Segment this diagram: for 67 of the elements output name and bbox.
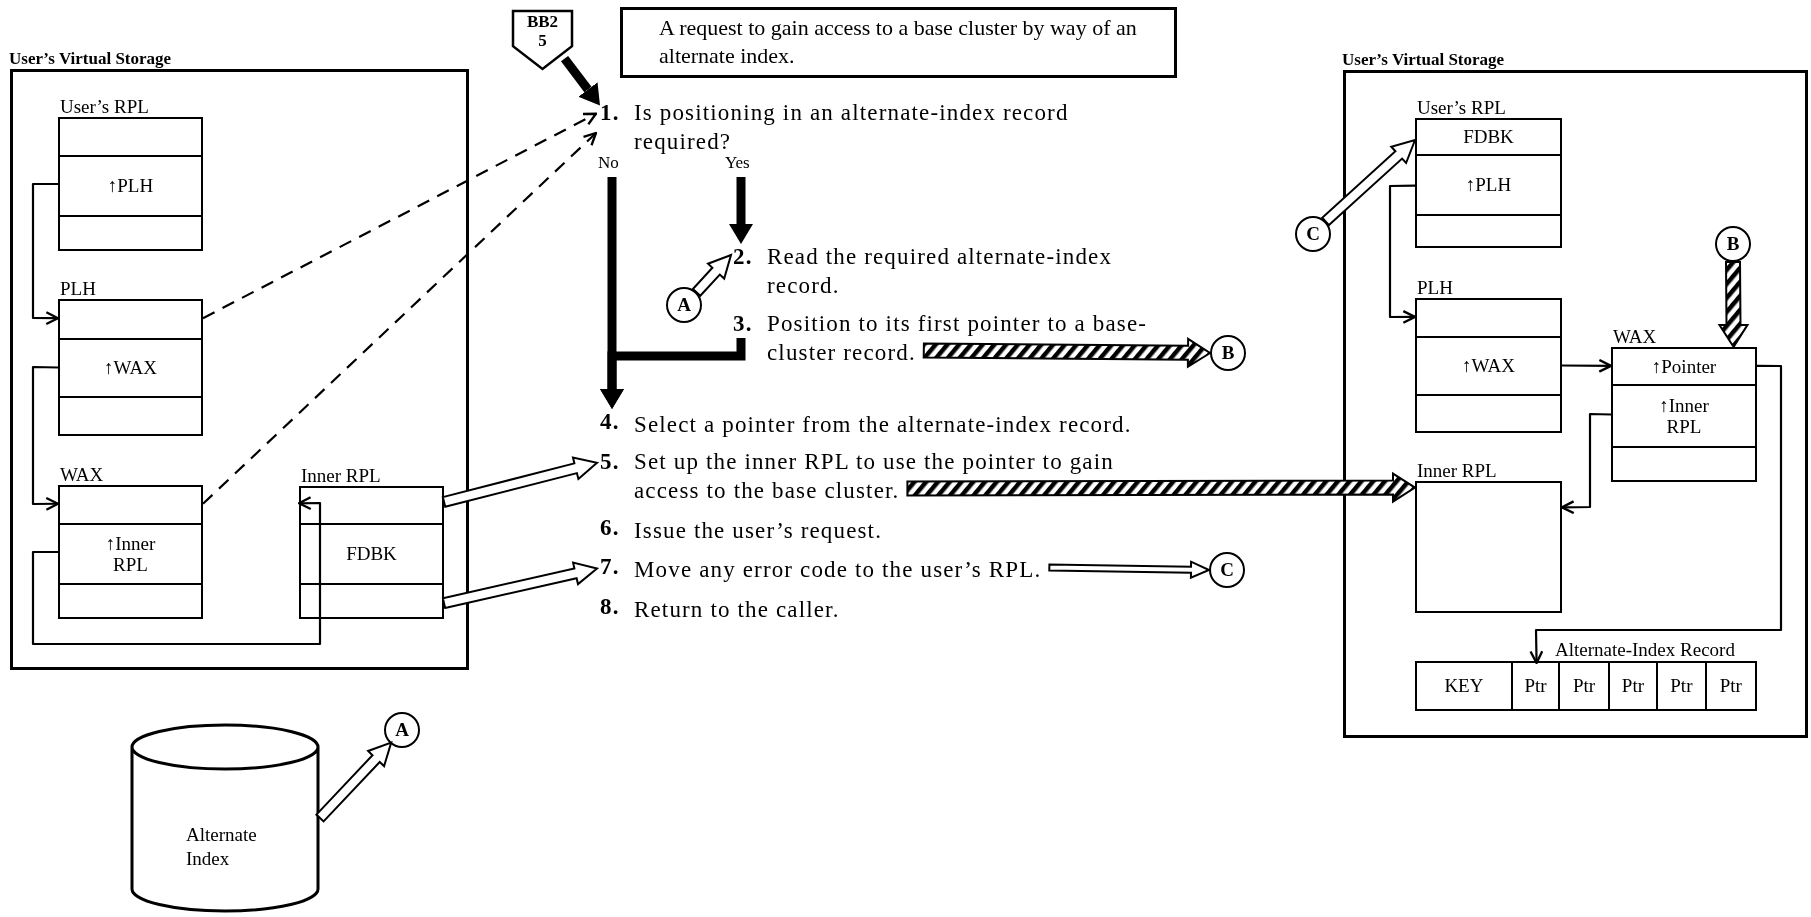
step-text: Select a pointer from the alternate-index record. [634, 411, 1132, 438]
connector-arrow [31, 496, 322, 646]
box-heading: PLH [1417, 276, 1453, 300]
step-text: Return to the caller. [634, 596, 840, 623]
field-text: ↑PLH [1464, 174, 1513, 196]
step-number: 2. [733, 244, 754, 271]
record-heading: Alternate-Index Record [1555, 638, 1735, 662]
panel-title: User’s Virtual Storage [1342, 49, 1505, 71]
record-cell: KEY [1417, 663, 1513, 709]
step-text: Move any error code to the user’s RPL. [634, 556, 1042, 583]
connector-arrow [1529, 364, 1783, 665]
field-text: ↑Inner RPL [1658, 394, 1710, 437]
block-arrow [691, 253, 733, 298]
reference-text: BB2 [526, 12, 559, 31]
title-box: A request to gain access to a base cluster by way of an alternate index. [620, 7, 1177, 78]
step-text: Is positioning in an alternate-index record required? [634, 100, 1070, 155]
step-number: 6. [600, 515, 621, 542]
step-text: Set up the inner RPL to use the pointer to gain access to the base cluster. [634, 449, 1115, 504]
field-text: FDBK [345, 543, 398, 565]
box-heading: PLH [60, 277, 96, 301]
box-heading: Inner RPL [301, 464, 381, 488]
step-text: Position to its first pointer to a base-cluster record. [767, 311, 1149, 366]
field-text: ↑PLH [106, 175, 155, 197]
hatched-arrow [1717, 260, 1750, 349]
thick-arrow [600, 338, 746, 409]
record-cell: Ptr [1512, 663, 1561, 709]
step-number: 3. [733, 311, 754, 338]
block-arrow [441, 561, 600, 610]
connector-arrow [1562, 358, 1613, 373]
thick-arrow [560, 55, 600, 106]
thick-arrow [729, 177, 753, 244]
box-heading: User’s RPL [60, 95, 149, 119]
hatched-arrow [906, 471, 1417, 504]
box-heading: Inner RPL [1417, 459, 1497, 483]
field-text: ↑Pointer [1650, 355, 1718, 377]
step-number: 7. [600, 554, 621, 581]
field-text: FDBK [1462, 126, 1515, 148]
record-cell: Ptr [1560, 663, 1610, 709]
block-arrow [441, 456, 600, 508]
step-text: Issue the user’s request. [634, 517, 883, 544]
connector-arrow [1560, 412, 1612, 515]
dashed-arrow [202, 112, 598, 320]
field-text: ↑Inner RPL [104, 532, 157, 575]
record-cell: Ptr [1706, 663, 1755, 709]
block-arrow [1320, 138, 1417, 227]
block-arrow [1048, 560, 1212, 580]
connector-arrow [1388, 184, 1417, 324]
connector-arrow [31, 365, 60, 511]
field-text: ↑WAX [1461, 355, 1516, 377]
hatched-arrow [922, 336, 1212, 369]
box-heading: User’s RPL [1417, 96, 1506, 120]
step-text: Read the required alternate-index record. [767, 244, 1114, 299]
field-text: ↑WAX [103, 357, 158, 379]
record-cell: Ptr [1609, 663, 1659, 709]
step-number: 4. [600, 409, 621, 436]
cylinder-label: Alternate Index [186, 824, 257, 869]
step-number: 8. [600, 594, 621, 621]
connector-arrow [31, 182, 60, 326]
reference-text: 5 [538, 31, 547, 50]
dashed-arrow [202, 131, 598, 505]
box-heading: WAX [60, 463, 104, 487]
record-cell: Ptr [1658, 663, 1707, 709]
step-number: 5. [600, 449, 621, 476]
box-heading: WAX [1613, 325, 1657, 349]
block-arrow [315, 740, 393, 823]
step-number: 1. [600, 100, 621, 127]
panel-title: User’s Virtual Storage [9, 48, 172, 70]
